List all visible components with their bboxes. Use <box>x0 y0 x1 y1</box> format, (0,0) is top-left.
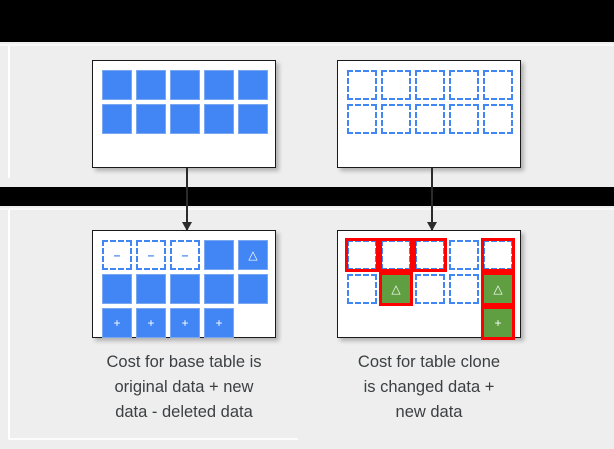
cell-reference-billed[interactable] <box>379 238 413 272</box>
plus-icon: + <box>215 316 223 330</box>
arrow-head <box>182 222 192 231</box>
arrow-head <box>427 222 437 231</box>
table-row <box>347 104 517 138</box>
cell-reference-billed[interactable] <box>481 238 515 272</box>
panel-seam-top-lower <box>0 208 614 210</box>
cell-data[interactable] <box>170 104 200 134</box>
cell-reference-billed[interactable] <box>413 238 447 272</box>
cell-data[interactable] <box>136 104 166 134</box>
plus-icon: + <box>181 316 189 330</box>
cell-new[interactable]: + <box>204 308 234 338</box>
cell-data[interactable] <box>238 274 268 304</box>
table-row <box>102 274 272 308</box>
table-row: △ △ <box>347 272 517 308</box>
delta-icon: △ <box>248 248 258 262</box>
cell-reference[interactable] <box>381 104 411 134</box>
caption-base-line-1: Cost for base table is <box>106 353 262 371</box>
plus-icon: + <box>147 316 155 330</box>
cell-data[interactable] <box>204 240 234 270</box>
cell-reference[interactable] <box>449 70 479 100</box>
card-base-table-after: – – – △ + + <box>92 230 276 338</box>
cell-reference[interactable] <box>449 104 479 134</box>
grid-clone-table-original <box>347 70 517 138</box>
cell-reference[interactable] <box>347 274 377 304</box>
arrow-shaft <box>431 168 433 230</box>
cell-data[interactable] <box>102 104 132 134</box>
minus-icon: – <box>181 248 189 262</box>
cell-data[interactable] <box>204 274 234 304</box>
cell-data[interactable] <box>136 70 166 100</box>
cell-reference[interactable] <box>415 104 445 134</box>
middle-black-band <box>0 187 614 206</box>
cell-reference[interactable] <box>415 70 445 100</box>
plus-icon: + <box>113 316 121 330</box>
grid-base-table-after: – – – △ + + <box>102 240 272 342</box>
cell-reference[interactable] <box>381 70 411 100</box>
minus-icon: – <box>113 248 121 262</box>
caption-clone-line-1: Cost for table clone <box>357 353 501 371</box>
cell-blank <box>415 308 445 338</box>
caption-clone-table: Cost for table clone is changed data + n… <box>307 350 551 425</box>
caption-clone-line-3: new data <box>395 403 463 421</box>
panel-seam-left-lower <box>8 210 10 438</box>
table-row <box>102 70 272 104</box>
cell-new[interactable]: + <box>102 308 132 338</box>
cell-reference[interactable] <box>415 274 445 304</box>
caption-base-line-3: data - deleted data <box>115 403 253 421</box>
cell-deleted[interactable]: – <box>136 240 166 270</box>
cell-data[interactable] <box>136 274 166 304</box>
cell-data[interactable] <box>238 104 268 134</box>
plus-icon: + <box>494 316 502 330</box>
cell-data[interactable] <box>170 274 200 304</box>
cell-data[interactable] <box>102 274 132 304</box>
card-base-table-original <box>92 60 276 168</box>
card-clone-table-after: △ △ + <box>337 230 521 340</box>
cell-new-billed[interactable]: + <box>481 306 515 340</box>
table-row: – – – △ <box>102 240 272 274</box>
cell-new[interactable]: + <box>136 308 166 338</box>
panel-seam-bottom <box>8 438 298 440</box>
cell-new[interactable]: + <box>170 308 200 338</box>
card-clone-table-original <box>337 60 521 168</box>
cell-reference[interactable] <box>449 240 479 270</box>
cell-blank <box>381 308 411 338</box>
grid-base-table-original <box>102 70 272 138</box>
table-row: + + + + <box>102 308 272 342</box>
cell-reference[interactable] <box>347 104 377 134</box>
cell-reference[interactable] <box>347 70 377 100</box>
grid-clone-table-after: △ △ + <box>345 238 517 342</box>
minus-icon: – <box>147 248 155 262</box>
cell-blank <box>347 308 377 338</box>
table-row: + <box>347 306 517 342</box>
top-black-band <box>0 0 614 42</box>
caption-clone-line-2: is changed data + <box>363 378 495 396</box>
cell-reference-billed[interactable] <box>345 238 379 272</box>
cell-data[interactable] <box>102 70 132 100</box>
cell-changed[interactable]: △ <box>238 240 268 270</box>
caption-base-line-2: original data + new <box>114 378 254 396</box>
cell-changed-billed[interactable]: △ <box>379 272 413 306</box>
cell-deleted[interactable]: – <box>102 240 132 270</box>
cell-blank <box>449 308 479 338</box>
cell-reference[interactable] <box>483 104 513 134</box>
cell-data[interactable] <box>238 70 268 100</box>
delta-icon: △ <box>391 282 401 296</box>
cell-data[interactable] <box>204 70 234 100</box>
cell-data[interactable] <box>170 70 200 100</box>
caption-base-table: Cost for base table is original data + n… <box>62 350 306 425</box>
panel-seam-left-upper <box>8 46 10 178</box>
cell-data[interactable] <box>204 104 234 134</box>
arrow-shaft <box>186 168 188 230</box>
table-row <box>347 70 517 104</box>
cell-reference[interactable] <box>483 70 513 100</box>
cell-changed-billed[interactable]: △ <box>481 272 515 306</box>
cell-blank <box>238 308 268 338</box>
panel-seam-top-upper <box>0 44 614 46</box>
cell-deleted[interactable]: – <box>170 240 200 270</box>
cell-reference[interactable] <box>449 274 479 304</box>
table-row <box>345 238 517 274</box>
table-row <box>102 104 272 138</box>
delta-icon: △ <box>493 282 503 296</box>
